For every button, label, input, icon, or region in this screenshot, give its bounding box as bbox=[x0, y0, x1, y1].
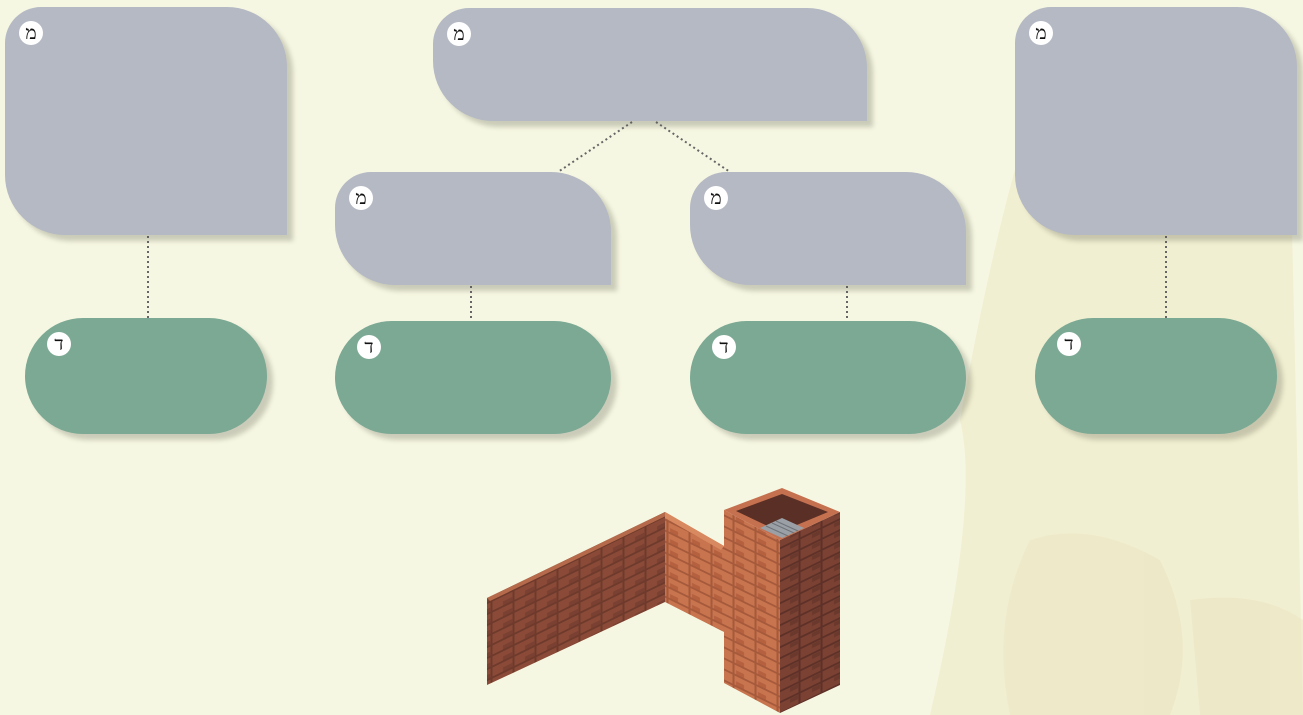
connector-top-left bbox=[558, 122, 632, 172]
main-box-tag: מ bbox=[19, 21, 43, 45]
detail-pill-tag: ד bbox=[1057, 332, 1081, 356]
main-box-tag: מ bbox=[704, 186, 728, 210]
brick-wall-illustration bbox=[470, 480, 850, 715]
main-box-3[interactable]: מ bbox=[1015, 7, 1297, 235]
main-box-tag: מ bbox=[349, 186, 373, 210]
main-box-tag: מ bbox=[1029, 21, 1053, 45]
main-box-1[interactable]: מ bbox=[5, 7, 287, 235]
main-box-2[interactable]: מ bbox=[433, 8, 867, 121]
wall-long-face bbox=[487, 512, 665, 685]
main-box-tag: מ bbox=[447, 22, 471, 46]
detail-pill-tag: ד bbox=[357, 335, 381, 359]
connector-top-right bbox=[656, 122, 730, 172]
detail-pill-1[interactable]: ד bbox=[25, 318, 267, 434]
detail-pill-4[interactable]: ד bbox=[1035, 318, 1277, 434]
main-box-4[interactable]: מ bbox=[335, 172, 611, 285]
chimney-right-face bbox=[780, 512, 840, 713]
detail-pill-tag: ד bbox=[712, 335, 736, 359]
detail-pill-2[interactable]: ד bbox=[335, 321, 611, 434]
detail-pill-tag: ד bbox=[47, 332, 71, 356]
main-box-5[interactable]: מ bbox=[690, 172, 966, 285]
detail-pill-3[interactable]: ד bbox=[690, 321, 966, 434]
chimney-left-face bbox=[724, 510, 780, 713]
